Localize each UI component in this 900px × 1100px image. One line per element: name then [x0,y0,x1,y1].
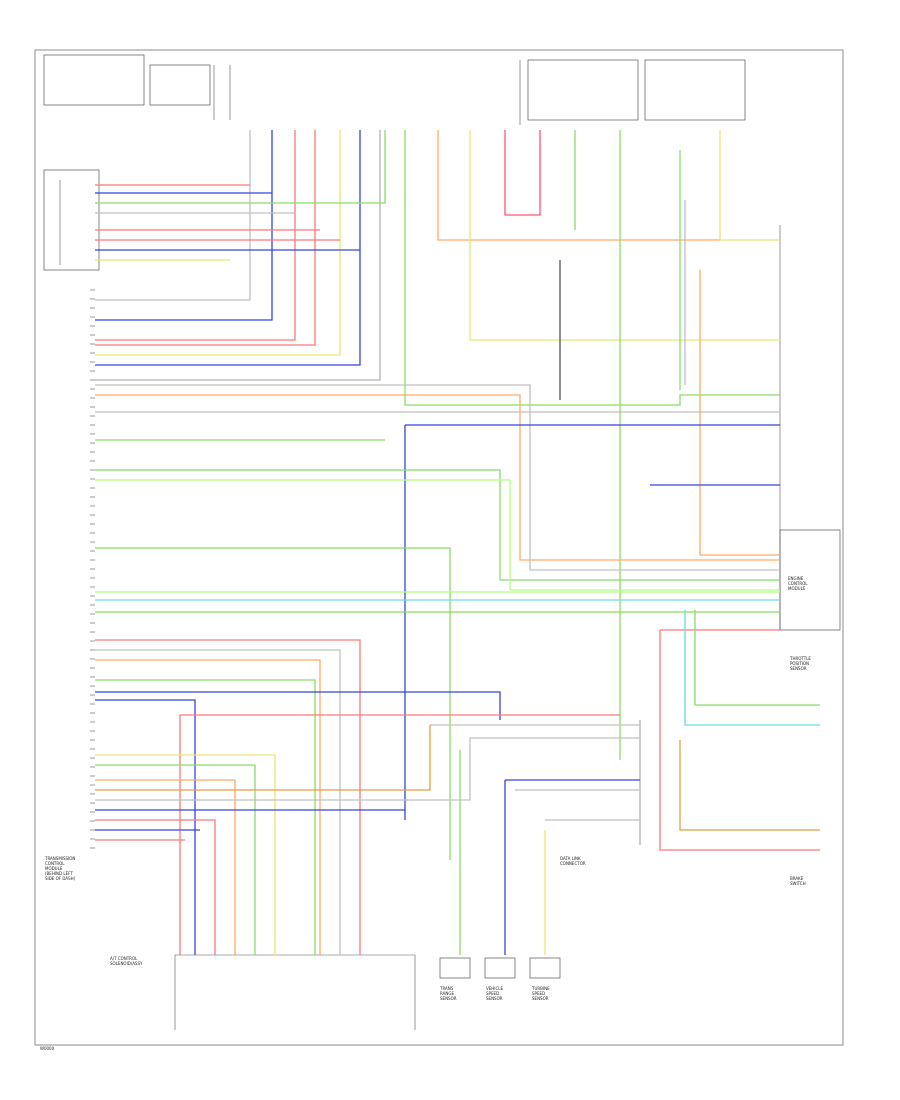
top-left-fuse-area [43,54,231,120]
label-tcm-1: CONTROL [45,861,65,866]
top-right-relay-area [519,59,746,125]
label-speed-sensor-2-0: VEHICLE [486,986,503,991]
label-tcm-4: SIDE OF DASH) [45,876,76,881]
label-turbine-sensor-1: SPEED [532,991,545,996]
label-data-link-1: CONNECTOR [560,861,586,866]
solenoid-housing [174,954,416,1030]
label-brake-switch-0: BRAKE [790,876,804,881]
label-speed-sensor-1-1: RANGE [440,991,454,996]
label-brake-switch-1: SWITCH [790,881,806,886]
ecm-connector [779,225,841,631]
label-throttle-2: SENSOR [790,666,807,671]
left-connector-block [43,169,100,271]
tcm-pin-column [90,289,95,849]
label-data-link-0: DATA LINK [560,856,581,861]
label-ecm-2: MODULE [788,586,806,591]
label-turbine-sensor-0: TURBINE [531,986,550,991]
wires [95,130,820,955]
label-throttle-1: POSITION [790,661,809,666]
label-turbine-sensor-2: SENSOR [532,996,549,1001]
label-shift-solenoids-0: A/T CONTROL [110,956,138,961]
label-speed-sensor-1-2: SENSOR [440,996,457,1001]
label-speed-sensor-2-2: SENSOR [486,996,503,1001]
label-ecm-0: ENGINE [788,576,804,581]
label-tcm-0: TRANSMISSION [44,856,75,861]
label-throttle-0: THROTTLE [789,656,811,661]
bottom-sensor-boxes [439,957,561,979]
footer-code: W0000 [40,1046,55,1051]
label-tcm-2: MODULE [45,866,63,871]
label-ecm-1: CONTROL [788,581,808,586]
label-speed-sensor-2-1: SPEED [486,991,499,996]
diagram-frame [34,49,844,1046]
label-speed-sensor-1-0: TRANS [439,986,454,991]
label-shift-solenoids-1: SOLENOID/ASSY [110,961,143,966]
label-tcm-3: (BEHIND LEFT [45,871,73,876]
